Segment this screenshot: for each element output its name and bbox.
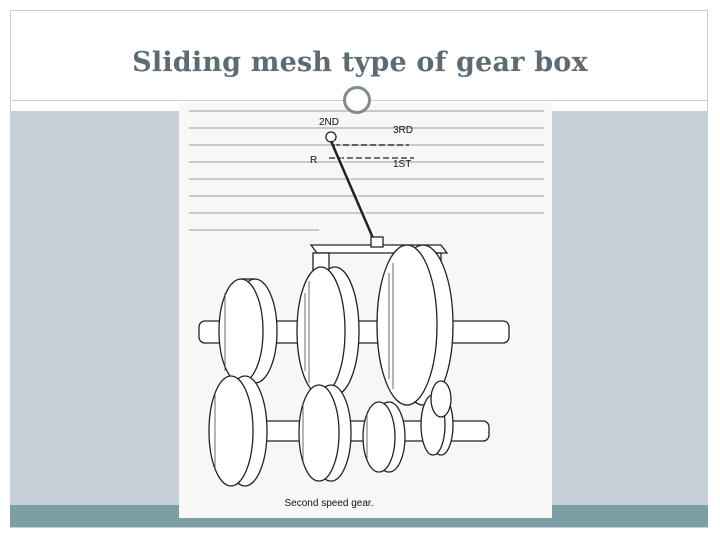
- lay-shaft-gears: [208, 375, 454, 487]
- label-reverse-gear: R: [310, 155, 318, 166]
- gear-lever: [325, 131, 380, 246]
- label-third-gear: 3RD: [393, 125, 414, 136]
- shift-pattern: [329, 144, 414, 159]
- gearbox-illustration: [189, 110, 544, 487]
- label-second-gear: 2ND: [319, 117, 340, 128]
- label-first-gear: 1ST: [393, 159, 412, 170]
- slide-title: Sliding mesh type of gear box: [132, 47, 588, 78]
- title-circle-ornament: [343, 86, 371, 114]
- figure-caption: Second speed gear.: [284, 498, 374, 509]
- faded-background-text: [189, 110, 544, 231]
- gearbox-diagram: 2ND 3RD R 1ST Second speed gear.: [179, 103, 552, 518]
- gear-teeth: [214, 263, 394, 469]
